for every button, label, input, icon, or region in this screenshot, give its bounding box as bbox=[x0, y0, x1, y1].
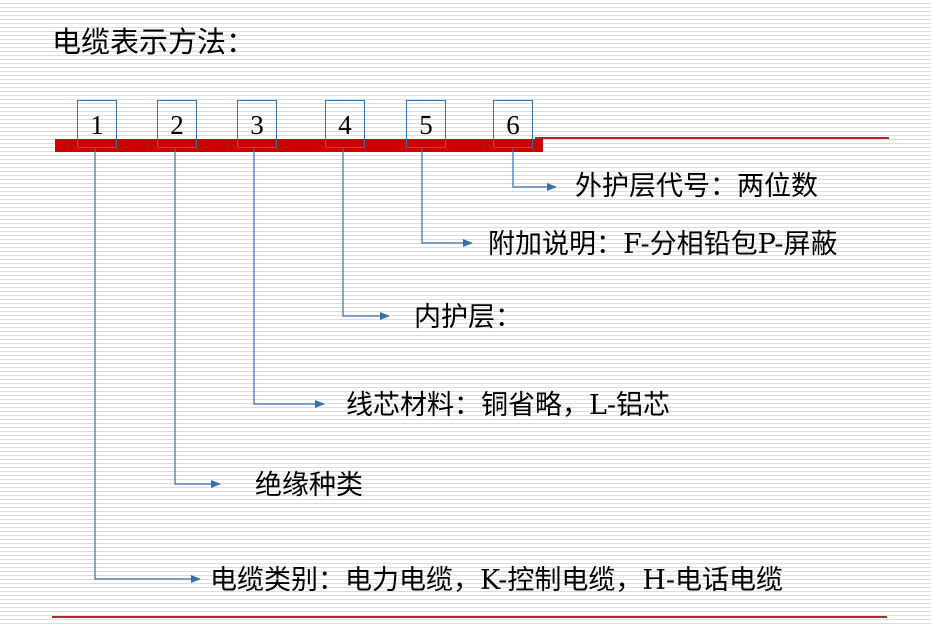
connector-4 bbox=[342, 148, 390, 320]
connector-2 bbox=[174, 148, 221, 488]
connector-3 bbox=[253, 148, 325, 408]
connector-6 bbox=[512, 148, 557, 191]
page-title: 电缆表示方法： bbox=[52, 25, 256, 59]
code-box-1: 1 bbox=[77, 100, 117, 148]
label-insulation-type: 绝缘种类 bbox=[255, 470, 363, 501]
label-additional-note: 附加说明：F-分相铅包P-屏蔽 bbox=[488, 229, 838, 260]
label-inner-sheath: 内护层： bbox=[414, 302, 522, 333]
bottom-rule-line bbox=[52, 616, 887, 618]
top-rule-line bbox=[535, 137, 889, 139]
code-box-3: 3 bbox=[237, 100, 277, 148]
connector-1 bbox=[94, 148, 201, 583]
code-box-6: 6 bbox=[493, 100, 533, 148]
code-position-bar bbox=[55, 139, 543, 152]
code-box-2: 2 bbox=[157, 100, 197, 148]
label-conductor-material: 线芯材料：铜省略，L-铝芯 bbox=[346, 390, 671, 421]
label-cable-category: 电缆类别：电力电缆，K-控制电缆，H-电话电缆 bbox=[210, 565, 783, 596]
label-outer-sheath-code: 外护层代号：两位数 bbox=[575, 171, 818, 202]
code-box-5: 5 bbox=[406, 100, 446, 148]
connector-group bbox=[94, 148, 557, 583]
connector-5 bbox=[421, 148, 473, 247]
code-box-4: 4 bbox=[325, 100, 365, 148]
